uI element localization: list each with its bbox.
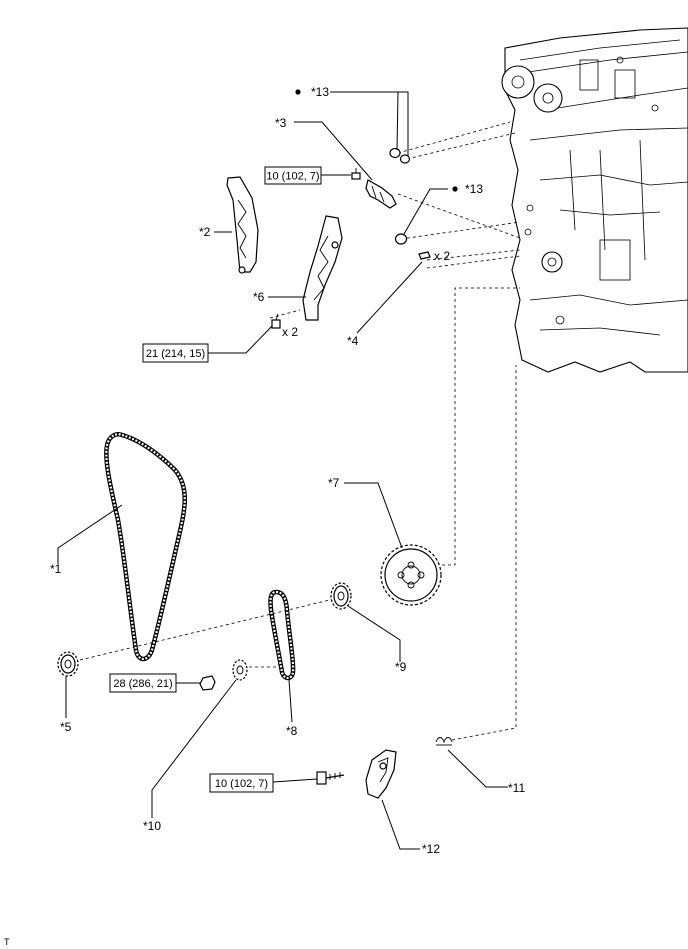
bullet-dot (452, 186, 458, 192)
label-6: *6 (253, 290, 265, 304)
label-5: *5 (60, 720, 72, 734)
o-ring-set (389, 147, 411, 245)
label-1: *1 (50, 562, 62, 576)
torque-value-top: 10 (102, 7) (266, 171, 319, 183)
oil-control-valve (365, 179, 397, 209)
torque-value-guide: 21 (214, 15) (146, 348, 205, 360)
bolt-small-top (351, 168, 361, 180)
sprocket-nut (199, 675, 216, 691)
torque-spec-box-plate: 10 (102, 7) (209, 773, 274, 793)
torque-value-nut: 28 (286, 21) (113, 678, 172, 690)
label-4: *4 (347, 334, 359, 348)
plate-bolt (316, 771, 345, 785)
label-10: *10 (143, 819, 161, 833)
chain-guide (226, 176, 259, 274)
label-3: *3 (275, 116, 287, 130)
guide-bolt (271, 313, 281, 329)
torque-spec-box-guide: 21 (214, 15) (142, 343, 209, 363)
torque-spec-box-top: 10 (102, 7) (264, 166, 322, 185)
quantity-bolt: x 2 (282, 325, 298, 339)
label-11: *11 (508, 781, 525, 795)
tensioner-plate (365, 749, 397, 799)
label-7: *7 (328, 476, 340, 490)
label-9: *9 (395, 660, 407, 674)
timing-chain (104, 432, 187, 662)
label-13-top: *13 (311, 85, 329, 99)
corner-mark: T (4, 937, 10, 947)
label-2: *2 (199, 225, 211, 239)
label-13-second: *13 (465, 182, 483, 196)
bullet-dot (295, 89, 301, 95)
leader-lines (57, 91, 508, 850)
crank-timing-sprocket (57, 651, 79, 677)
torque-spec-box-nut: 28 (286, 21) (109, 673, 177, 693)
label-12: *12 (422, 842, 440, 856)
quantity-pin: x 2 (434, 249, 450, 263)
crankshaft-sprocket (330, 582, 352, 610)
oil-pump-chain (268, 589, 296, 681)
knock-pin (418, 251, 431, 260)
torque-value-plate: 10 (102, 7) (215, 778, 268, 790)
chain-tensioner-slipper (302, 215, 343, 321)
oil-pump-driven-sprocket (232, 659, 248, 681)
alignment-lines (79, 121, 521, 741)
oil-pump-drive-sprocket (380, 544, 442, 606)
engine-block (501, 27, 688, 373)
label-8: *8 (286, 724, 298, 738)
tensioner-spring (435, 737, 453, 746)
